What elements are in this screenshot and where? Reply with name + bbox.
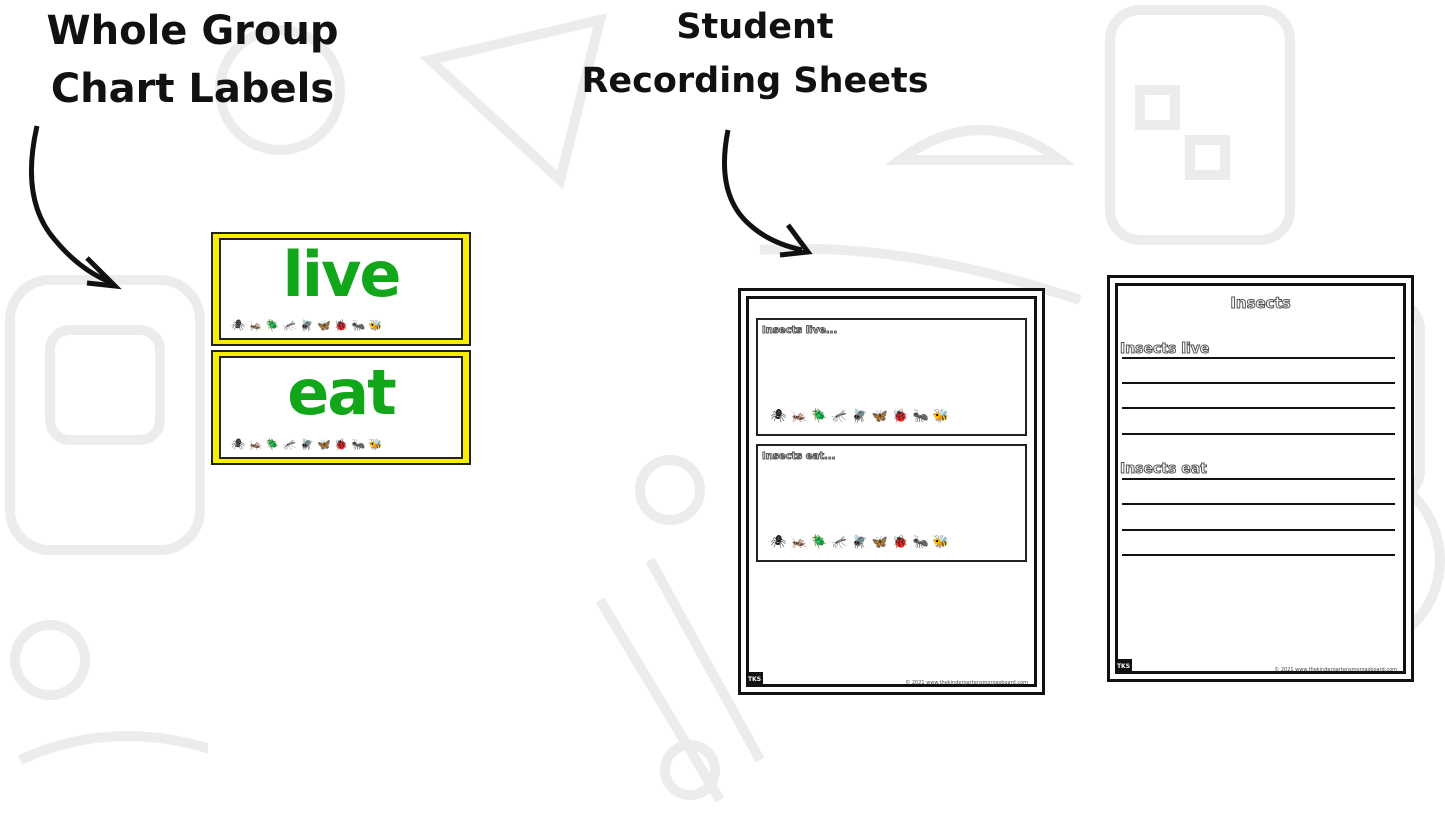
box-label: Insects eat... (761, 451, 836, 463)
writing-line (1122, 357, 1395, 359)
writing-line (1122, 433, 1395, 435)
insects-live-box: Insects live... 🕷 🦗 🪲 🦟 🪰 🦋 🐞 🐜 🐝 (756, 318, 1027, 436)
sheet-title: Insects (1230, 294, 1291, 313)
tks-logo: TKS (1115, 659, 1132, 674)
recording-sheet-lines: Insects Insects live Insects eat TKS © 2… (1107, 275, 1414, 682)
heading-line: Recording Sheets (581, 61, 929, 101)
heading-line: Student (676, 7, 834, 47)
insect-icons: 🕷 🦗 🪲 🦟 🪰 🦋 🐞 🐜 🐝 (770, 409, 950, 424)
insects-eat-box: Insects eat... 🕷 🦗 🪲 🦟 🪰 🦋 🐞 🐜 🐝 (756, 444, 1027, 562)
recording-sheet-boxes: Insects live... 🕷 🦗 🪲 🦟 🪰 🦋 🐞 🐜 🐝 Insect… (738, 288, 1045, 695)
insect-icons: 🕷 🦗 🪲 🦟 🪰 🦋 🐞 🐜 🐝 (231, 319, 383, 332)
insects-live-label: Insects live (1119, 341, 1210, 358)
curved-arrow-icon (28, 125, 122, 290)
box-label: Insects live... (761, 325, 838, 337)
writing-line (1122, 554, 1395, 556)
insect-icons: 🕷 🦗 🪲 🦟 🪰 🦋 🐞 🐜 🐝 (770, 535, 950, 550)
copyright-footer: © 2021 www.thekindergartensmorgasboard.c… (905, 680, 1028, 686)
chart-label-word: live (282, 238, 402, 311)
curved-arrow-icon (721, 129, 813, 258)
writing-line (1122, 503, 1395, 505)
chart-label-card-eat: eat 🕷 🦗 🪲 🦟 🪰 🦋 🐞 🐜 🐝 (211, 350, 471, 465)
chart-label-word: eat (287, 356, 397, 429)
insects-eat-label: Insects eat (1120, 461, 1208, 478)
writing-line (1122, 529, 1395, 531)
student-recording-heading: Student Recording Sheets (575, 0, 935, 108)
heading-line: Whole Group (46, 8, 339, 54)
copyright-footer: © 2021 www.thekindergartensmorgasboard.c… (1274, 667, 1397, 673)
writing-line (1122, 382, 1395, 384)
writing-line (1122, 407, 1395, 409)
chart-label-card-live: live 🕷 🦗 🪲 🦟 🪰 🦋 🐞 🐜 🐝 (211, 232, 471, 346)
whole-group-heading: Whole Group Chart Labels (20, 2, 365, 118)
tks-logo: TKS (746, 672, 763, 687)
heading-line: Chart Labels (50, 66, 335, 112)
writing-line (1122, 478, 1395, 480)
insect-icons: 🕷 🦗 🪲 🦟 🪰 🦋 🐞 🐜 🐝 (231, 438, 383, 451)
